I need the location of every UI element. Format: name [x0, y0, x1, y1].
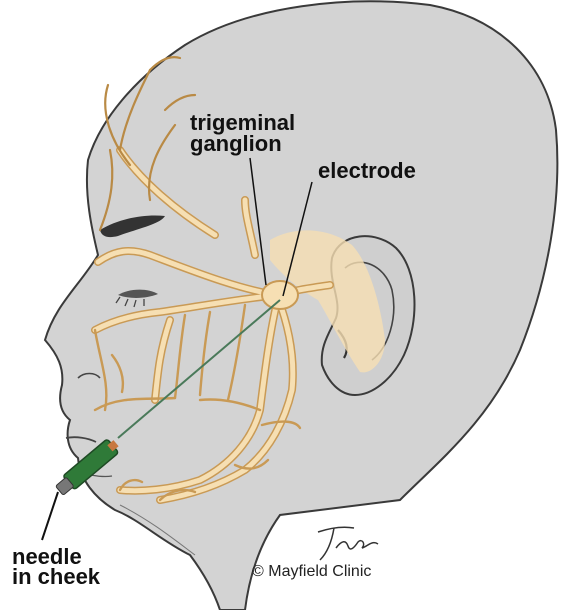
label-trigeminal-line2: ganglion	[190, 133, 282, 154]
trigeminal-ganglion	[262, 281, 298, 309]
artist-signature	[318, 527, 378, 560]
label-needle-line2: in cheek	[12, 566, 100, 587]
needle-leader-line	[42, 492, 58, 540]
label-electrode: electrode	[318, 160, 416, 181]
label-trigeminal-line1: trigeminal	[190, 112, 295, 133]
head-silhouette	[45, 1, 557, 610]
copyright-credit: © Mayfield Clinic	[252, 563, 371, 581]
